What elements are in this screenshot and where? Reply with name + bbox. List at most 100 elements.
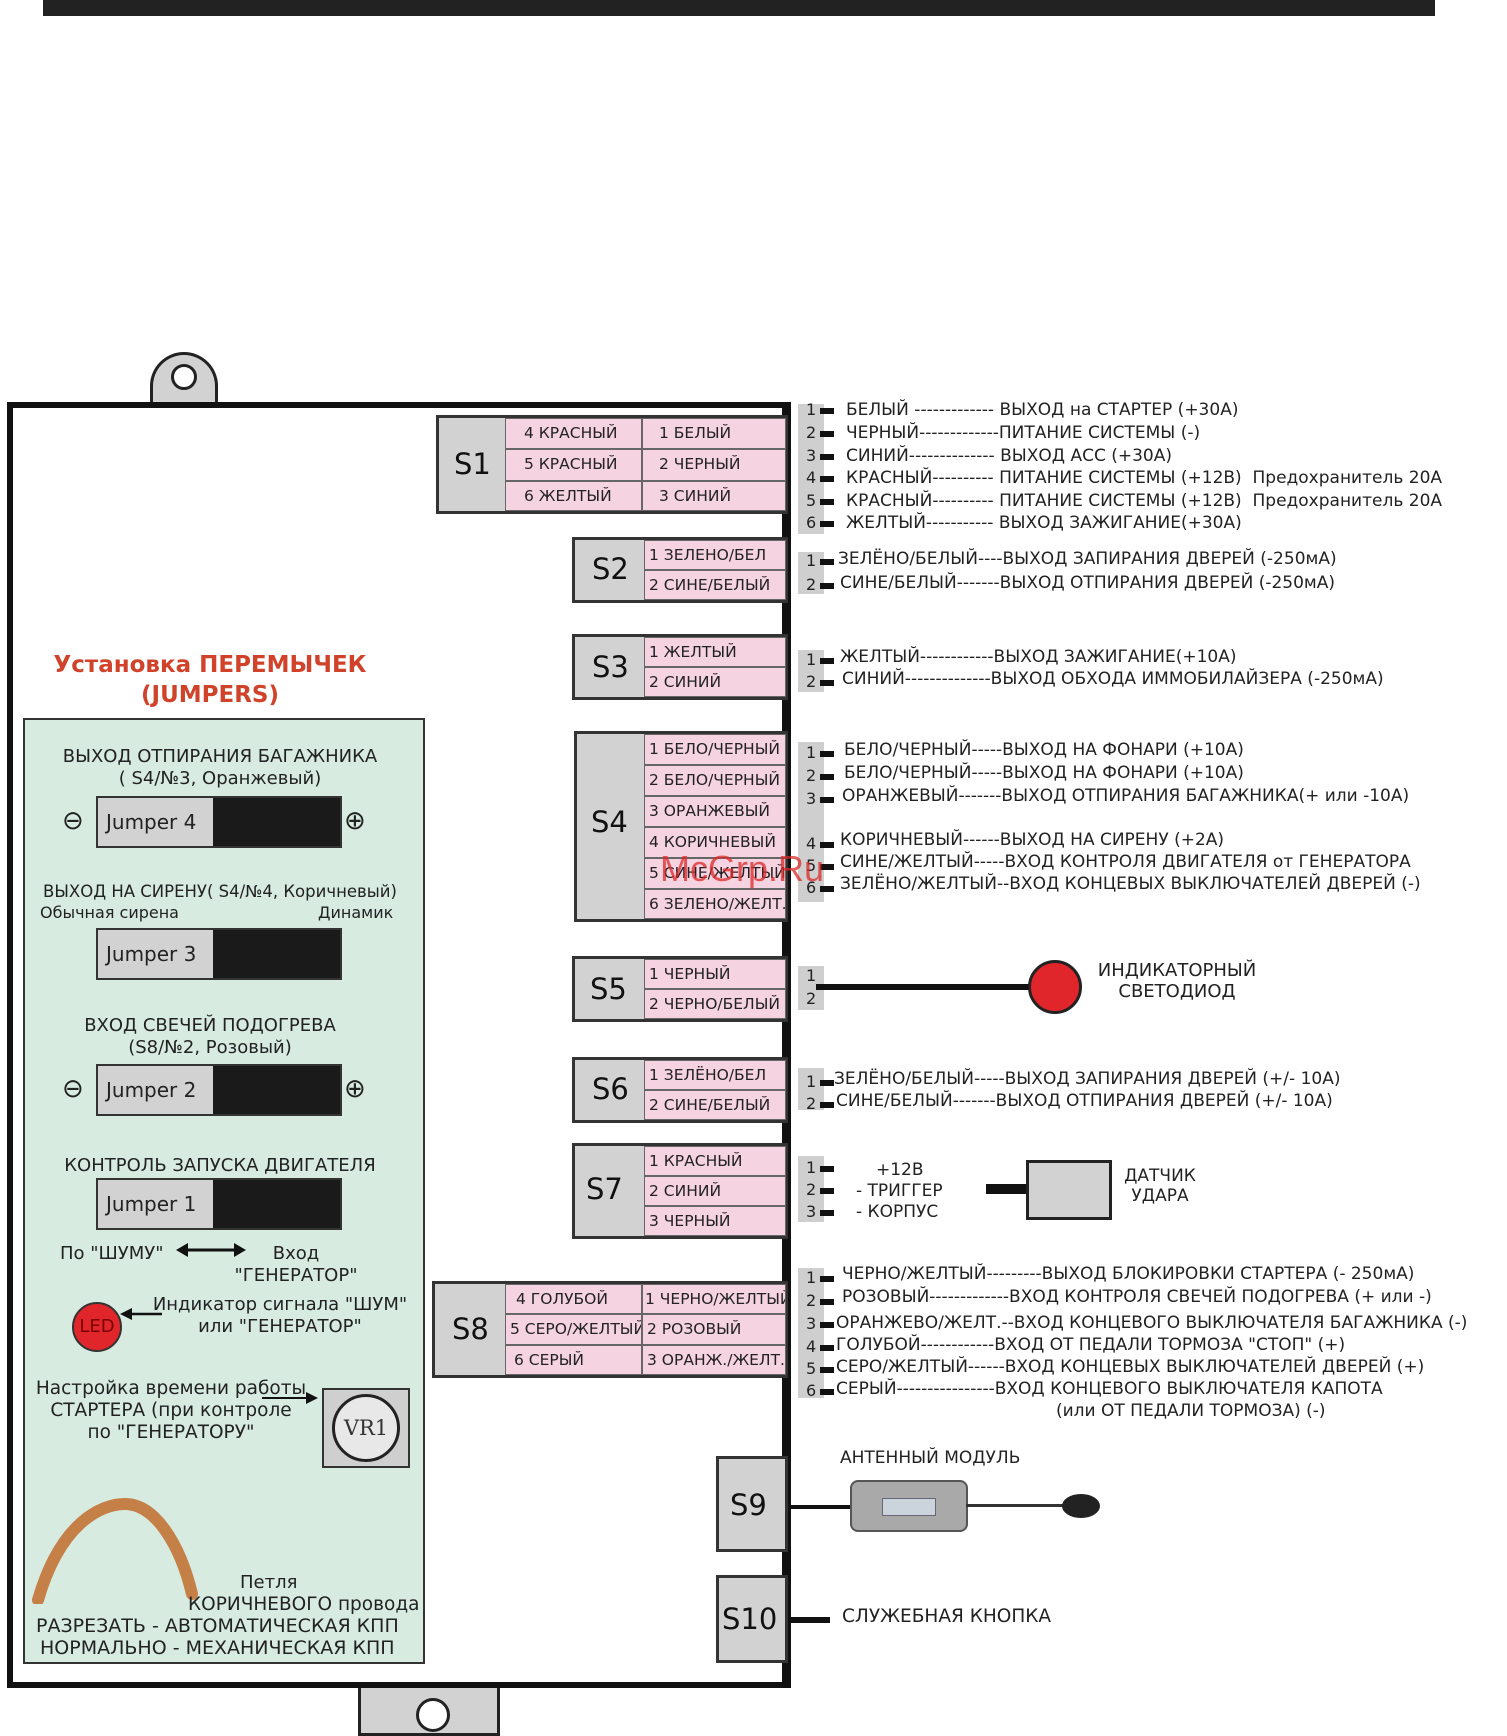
s3-pin-2-marker: [820, 680, 834, 686]
arrow-left-icon: [120, 1308, 162, 1320]
jumper2-title-line1: ВХОД СВЕЧЕЙ ПОДОГРЕВА: [84, 1015, 336, 1036]
wire-s8-left-1: 4 ГОЛУБОЙ: [505, 1284, 642, 1314]
s10-device-label[interactable]: СЛУЖЕБНАЯ КНОПКА: [842, 1606, 1052, 1627]
s2-pin-2-marker: [820, 583, 834, 589]
wire-s4-5: 5 СИНЕ/ЖЕЛТЫЙ: [644, 858, 786, 889]
antenna-plug-icon: [1062, 1494, 1100, 1518]
jumper4-title-line2: ( S4/№3, Оранжевый): [118, 768, 322, 789]
s4-pin-3-number: 3: [806, 789, 817, 808]
jumpers-title: Установка ПЕРЕМЫЧЕК (JUMPERS): [30, 650, 390, 710]
s6-pin-2-marker: [820, 1102, 834, 1108]
jumper2-title-line2: (S8/№2, Розовый): [128, 1037, 292, 1058]
s8-pin-2-number: 2: [806, 1291, 817, 1310]
s1-pin-3-desc: СИНИЙ-------------- ВЫХОД АСС (+30А): [846, 446, 1173, 466]
s4-pin-2-number: 2: [806, 766, 817, 785]
top-mount-tab: [150, 352, 218, 408]
wire-s7-2: 2 СИНИЙ: [644, 1176, 786, 1206]
s6-pin-1-desc: ЗЕЛЁНО/БЕЛЫЙ-----ВЫХОД ЗАПИРАНИЯ ДВЕРЕЙ …: [834, 1069, 1341, 1089]
s4-pin-5-number: 5: [806, 856, 817, 875]
vr1-description-line2: СТАРТЕРА (при контроле: [50, 1400, 292, 1421]
jumper1-right-note-line2: "ГЕНЕРАТОР": [234, 1265, 358, 1286]
s7-pin-3-number: 3: [806, 1202, 817, 1221]
wire-s8-left-2: 5 СЕРО/ЖЕЛТЫЙ: [505, 1314, 642, 1345]
s8-pin-6-desc: СЕРЫЙ----------------ВХОД КОНЦЕВОГО ВЫКЛ…: [836, 1379, 1383, 1399]
s3-pin-2-number: 2: [806, 672, 817, 691]
s1-pin-1-number: 1: [806, 400, 817, 419]
brown-wire-loop: [32, 1497, 198, 1604]
pinbar-s8: [798, 1268, 824, 1398]
s6-pin-2-desc: СИНЕ/БЕЛЫЙ-------ВЫХОД ОТПИРАНИЯ ДВЕРЕЙ …: [836, 1091, 1333, 1111]
connector-bus-line: [786, 402, 791, 1688]
connector-s8-label: S8: [452, 1312, 489, 1346]
pinbar-s2: [798, 552, 824, 594]
wire-s1-left-3: 6 ЖЕЛТЫЙ: [505, 481, 642, 511]
s1-pin-6-marker: [820, 521, 834, 527]
s5-pin-2-number: 2: [806, 989, 817, 1008]
minus-icon: ⊖: [62, 1074, 84, 1104]
connector-s3-label: S3: [592, 650, 629, 684]
jumper1-right-note-line1: Вход: [272, 1243, 320, 1264]
connector-s10-label: S10: [722, 1602, 778, 1636]
jumper2-label: Jumper 2: [98, 1066, 213, 1114]
wire-s1-left-1: 4 КРАСНЫЙ: [505, 418, 642, 449]
vr1-description: Настройка времени работы СТАРТЕРА (при к…: [26, 1378, 316, 1444]
s4-pin-5-marker: [820, 864, 834, 870]
wire-s3-2: 2 СИНИЙ: [644, 667, 786, 697]
pinbar-s4: [798, 742, 824, 902]
s1-pin-2-desc: ЧЕРНЫЙ-------------ПИТАНИЕ СИСТЕМЫ (-): [846, 423, 1201, 443]
pinbar-s7: [798, 1156, 824, 1222]
jumper1-label: Jumper 1: [98, 1180, 213, 1228]
s9-wire: [788, 1505, 852, 1509]
vr1-description-line3: по "ГЕНЕРАТОРУ": [87, 1422, 255, 1443]
jumper3-left-note: Обычная сирена: [40, 903, 179, 922]
s1-pin-5-number: 5: [806, 491, 817, 510]
pinbar-s3: [798, 650, 824, 692]
wire-s8-left-3: 6 СЕРЫЙ: [505, 1345, 642, 1375]
s1-pin-3-number: 3: [806, 446, 817, 465]
s7-pin-1-number: 1: [806, 1158, 817, 1177]
s8-pin-3-number: 3: [806, 1314, 817, 1333]
vr1-trimmer[interactable]: VR1: [322, 1388, 410, 1468]
led-description-line2: или "ГЕНЕРАТОР": [198, 1316, 362, 1337]
s1-pin-4-number: 4: [806, 468, 817, 487]
s7-pin-2-number: 2: [806, 1180, 817, 1199]
jumper1[interactable]: Jumper 1: [96, 1178, 342, 1230]
s7-pin-1-desc: +12В: [876, 1160, 924, 1180]
wire-s2-2: 2 СИНЕ/БЕЛЫЙ: [644, 570, 786, 600]
wire-s4-3: 3 ОРАНЖЕВЫЙ: [644, 796, 786, 827]
watermark: McGrp.Ru: [660, 848, 825, 889]
s4-pin-1-desc: БЕЛО/ЧЕРНЫЙ-----ВЫХОД НА ФОНАРИ (+10А): [844, 740, 1244, 760]
jumper4-title-line1: ВЫХОД ОТПИРАНИЯ БАГАЖНИКА: [62, 746, 378, 767]
jumpers-title-line2: (JUMPERS): [141, 682, 279, 708]
connector-s9: [716, 1456, 788, 1552]
s8-pin-6-number: 6: [806, 1381, 817, 1400]
wire-s8-right-3: 3 ОРАНЖ./ЖЕЛТ.: [642, 1345, 786, 1375]
top-bar: [43, 0, 1435, 16]
jumper2-title: ВХОД СВЕЧЕЙ ПОДОГРЕВА (S8/№2, Розовый): [20, 1015, 400, 1059]
s4-pin-3-marker: [820, 797, 834, 803]
wire-s6-1: 1 ЗЕЛЁНО/БЕЛ: [644, 1060, 786, 1090]
jumper3[interactable]: Jumper 3: [96, 928, 342, 980]
shock-sensor-wire: [986, 1184, 1028, 1194]
s8-pin-4-desc: ГОЛУБОЙ------------ВХОД ОТ ПЕДАЛИ ТОРМОЗ…: [836, 1335, 1346, 1355]
s1-pin-2-number: 2: [806, 423, 817, 442]
antenna-module-icon: [850, 1480, 968, 1532]
connector-s10: [716, 1575, 788, 1663]
jumper2[interactable]: Jumper 2: [96, 1064, 342, 1116]
s1-pin-4-marker: [820, 476, 834, 482]
connector-s2-label: S2: [592, 552, 629, 586]
jumper1-title: КОНТРОЛЬ ЗАПУСКА ДВИГАТЕЛЯ: [64, 1155, 376, 1176]
s1-pin-5-marker: [820, 499, 834, 505]
s8-pin-3-desc: ОРАНЖЕВО/ЖЕЛТ.--ВХОД КОНЦЕВОГО ВЫКЛЮЧАТЕ…: [836, 1313, 1468, 1333]
s2-pin-1-number: 1: [806, 551, 817, 570]
s4-pin-1-marker: [820, 751, 834, 757]
jumper3-title: ВЫХОД НА СИРЕНУ( S4/№4, Коричневый): [43, 882, 397, 901]
wire-s4-4: 4 КОРИЧНЕВЫЙ: [644, 827, 786, 858]
loop-label-2: КОРИЧНЕВОГО провода: [188, 1594, 420, 1615]
wire-s4-2: 2 БЕЛО/ЧЕРНЫЙ: [644, 765, 786, 796]
connector-s7-label: S7: [586, 1172, 623, 1206]
s3-pin-1-marker: [820, 658, 834, 664]
s4-pin-2-desc: БЕЛО/ЧЕРНЫЙ-----ВЫХОД НА ФОНАРИ (+10А): [844, 763, 1244, 783]
s1-pin-1-desc: БЕЛЫЙ ------------- ВЫХОД на СТАРТЕР (+3…: [846, 400, 1239, 420]
jumper4[interactable]: Jumper 4: [96, 796, 342, 848]
